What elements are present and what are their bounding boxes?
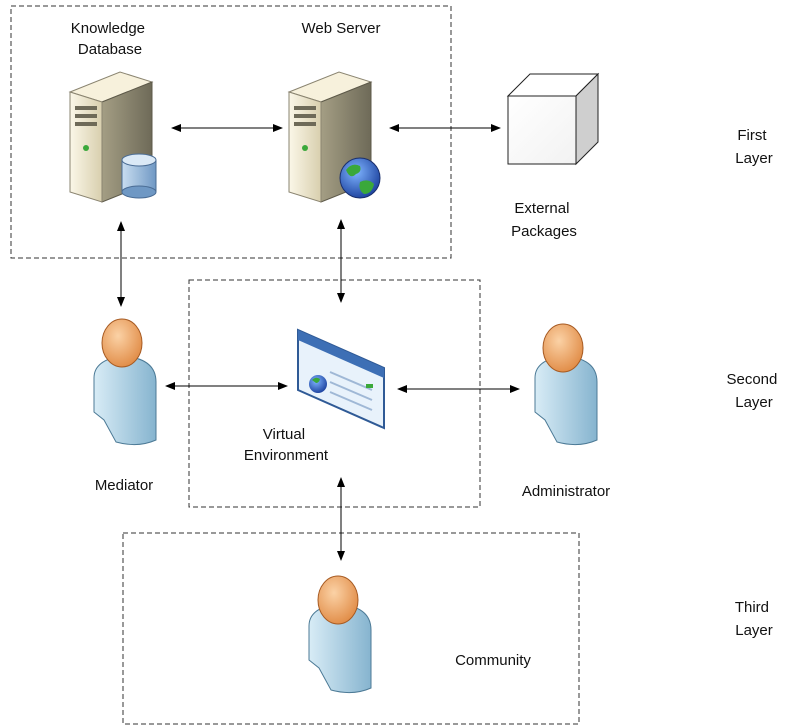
third-layer-label: Third Layer — [735, 599, 773, 639]
mediator-person-icon — [93, 318, 157, 446]
web-server-icon — [287, 71, 381, 203]
database-cylinder-icon — [121, 153, 157, 199]
administrator-label: Administrator — [522, 483, 610, 500]
community-label: Community — [455, 652, 531, 669]
virtual-environment-browser-icon — [297, 328, 385, 430]
second-layer-box — [188, 279, 481, 508]
external-packages-label: External Packages — [511, 200, 577, 240]
mediator-label: Mediator — [95, 477, 153, 494]
globe-icon — [339, 157, 381, 199]
virtual-environment-label: Virtual Environment — [244, 426, 329, 464]
knowledge-database-server-icon — [68, 71, 157, 203]
administrator-person-icon — [534, 323, 598, 446]
community-person-icon — [308, 575, 372, 694]
first-layer-label: First Layer — [735, 127, 773, 167]
external-packages-box-icon — [506, 72, 600, 166]
knowledge-database-label: Knowledge Database — [71, 20, 149, 58]
first-layer-box — [10, 5, 452, 259]
second-layer-label: Second Layer — [726, 371, 781, 411]
third-layer-box — [122, 532, 580, 725]
web-server-label: Web Server — [302, 20, 381, 37]
